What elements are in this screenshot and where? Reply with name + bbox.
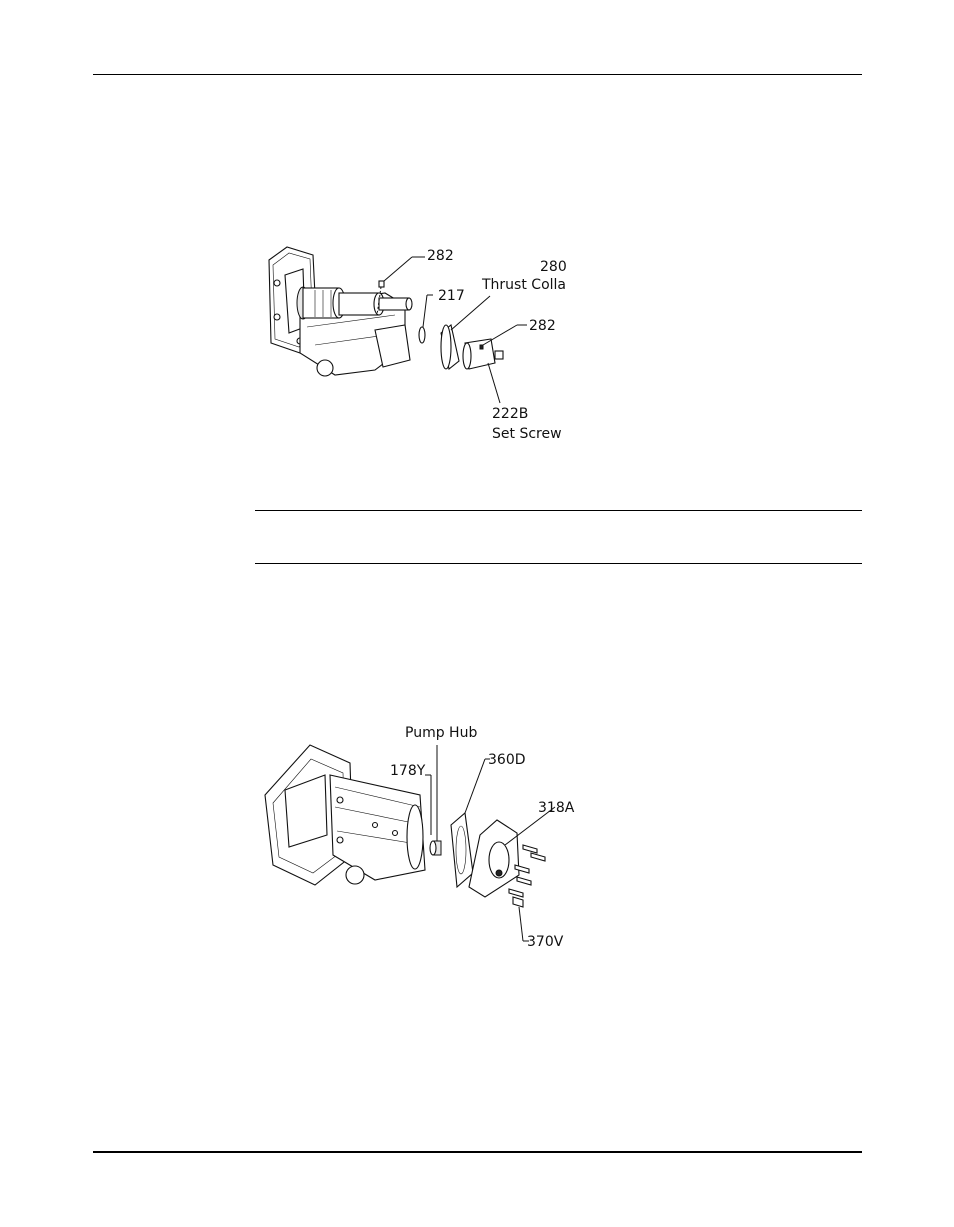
callout-178y: 178Y — [390, 763, 426, 779]
footer-rule — [93, 1151, 862, 1153]
callout-222b-number: 222B — [492, 406, 528, 422]
header-rule — [93, 74, 862, 75]
callout-pump-hub: Pump Hub — [405, 725, 477, 741]
callout-217: 217 — [438, 288, 465, 304]
thrust-collar-drawing: 282 280 Thrust Colla 217 282 222B Set Sc… — [255, 235, 585, 450]
note-rule-top — [255, 510, 862, 511]
callout-360d: 360D — [488, 752, 526, 768]
figure-pump-hub-assembly: Pump Hub 178Y 360D 318A 370V — [255, 715, 585, 955]
callout-280-thrust-collar: Thrust Colla — [481, 277, 566, 293]
callout-370v: 370V — [527, 934, 564, 950]
callout-318a: 318A — [538, 800, 575, 816]
callout-282-right: 282 — [529, 318, 556, 334]
callout-280-number: 280 — [540, 259, 567, 275]
coupling-hub-282 — [463, 325, 527, 403]
note-rule-bottom — [255, 563, 862, 564]
callout-282-top: 282 — [427, 248, 454, 264]
retaining-ring-217 — [419, 295, 433, 343]
end-cover-318a — [469, 807, 555, 897]
callout-222b-set-screw: Set Screw — [492, 426, 562, 442]
pump-hub-drawing: Pump Hub 178Y 360D 318A 370V — [255, 715, 585, 955]
figure-thrust-collar-assembly: 282 280 Thrust Colla 217 282 222B Set Sc… — [255, 235, 585, 450]
pump-hub — [425, 745, 441, 855]
